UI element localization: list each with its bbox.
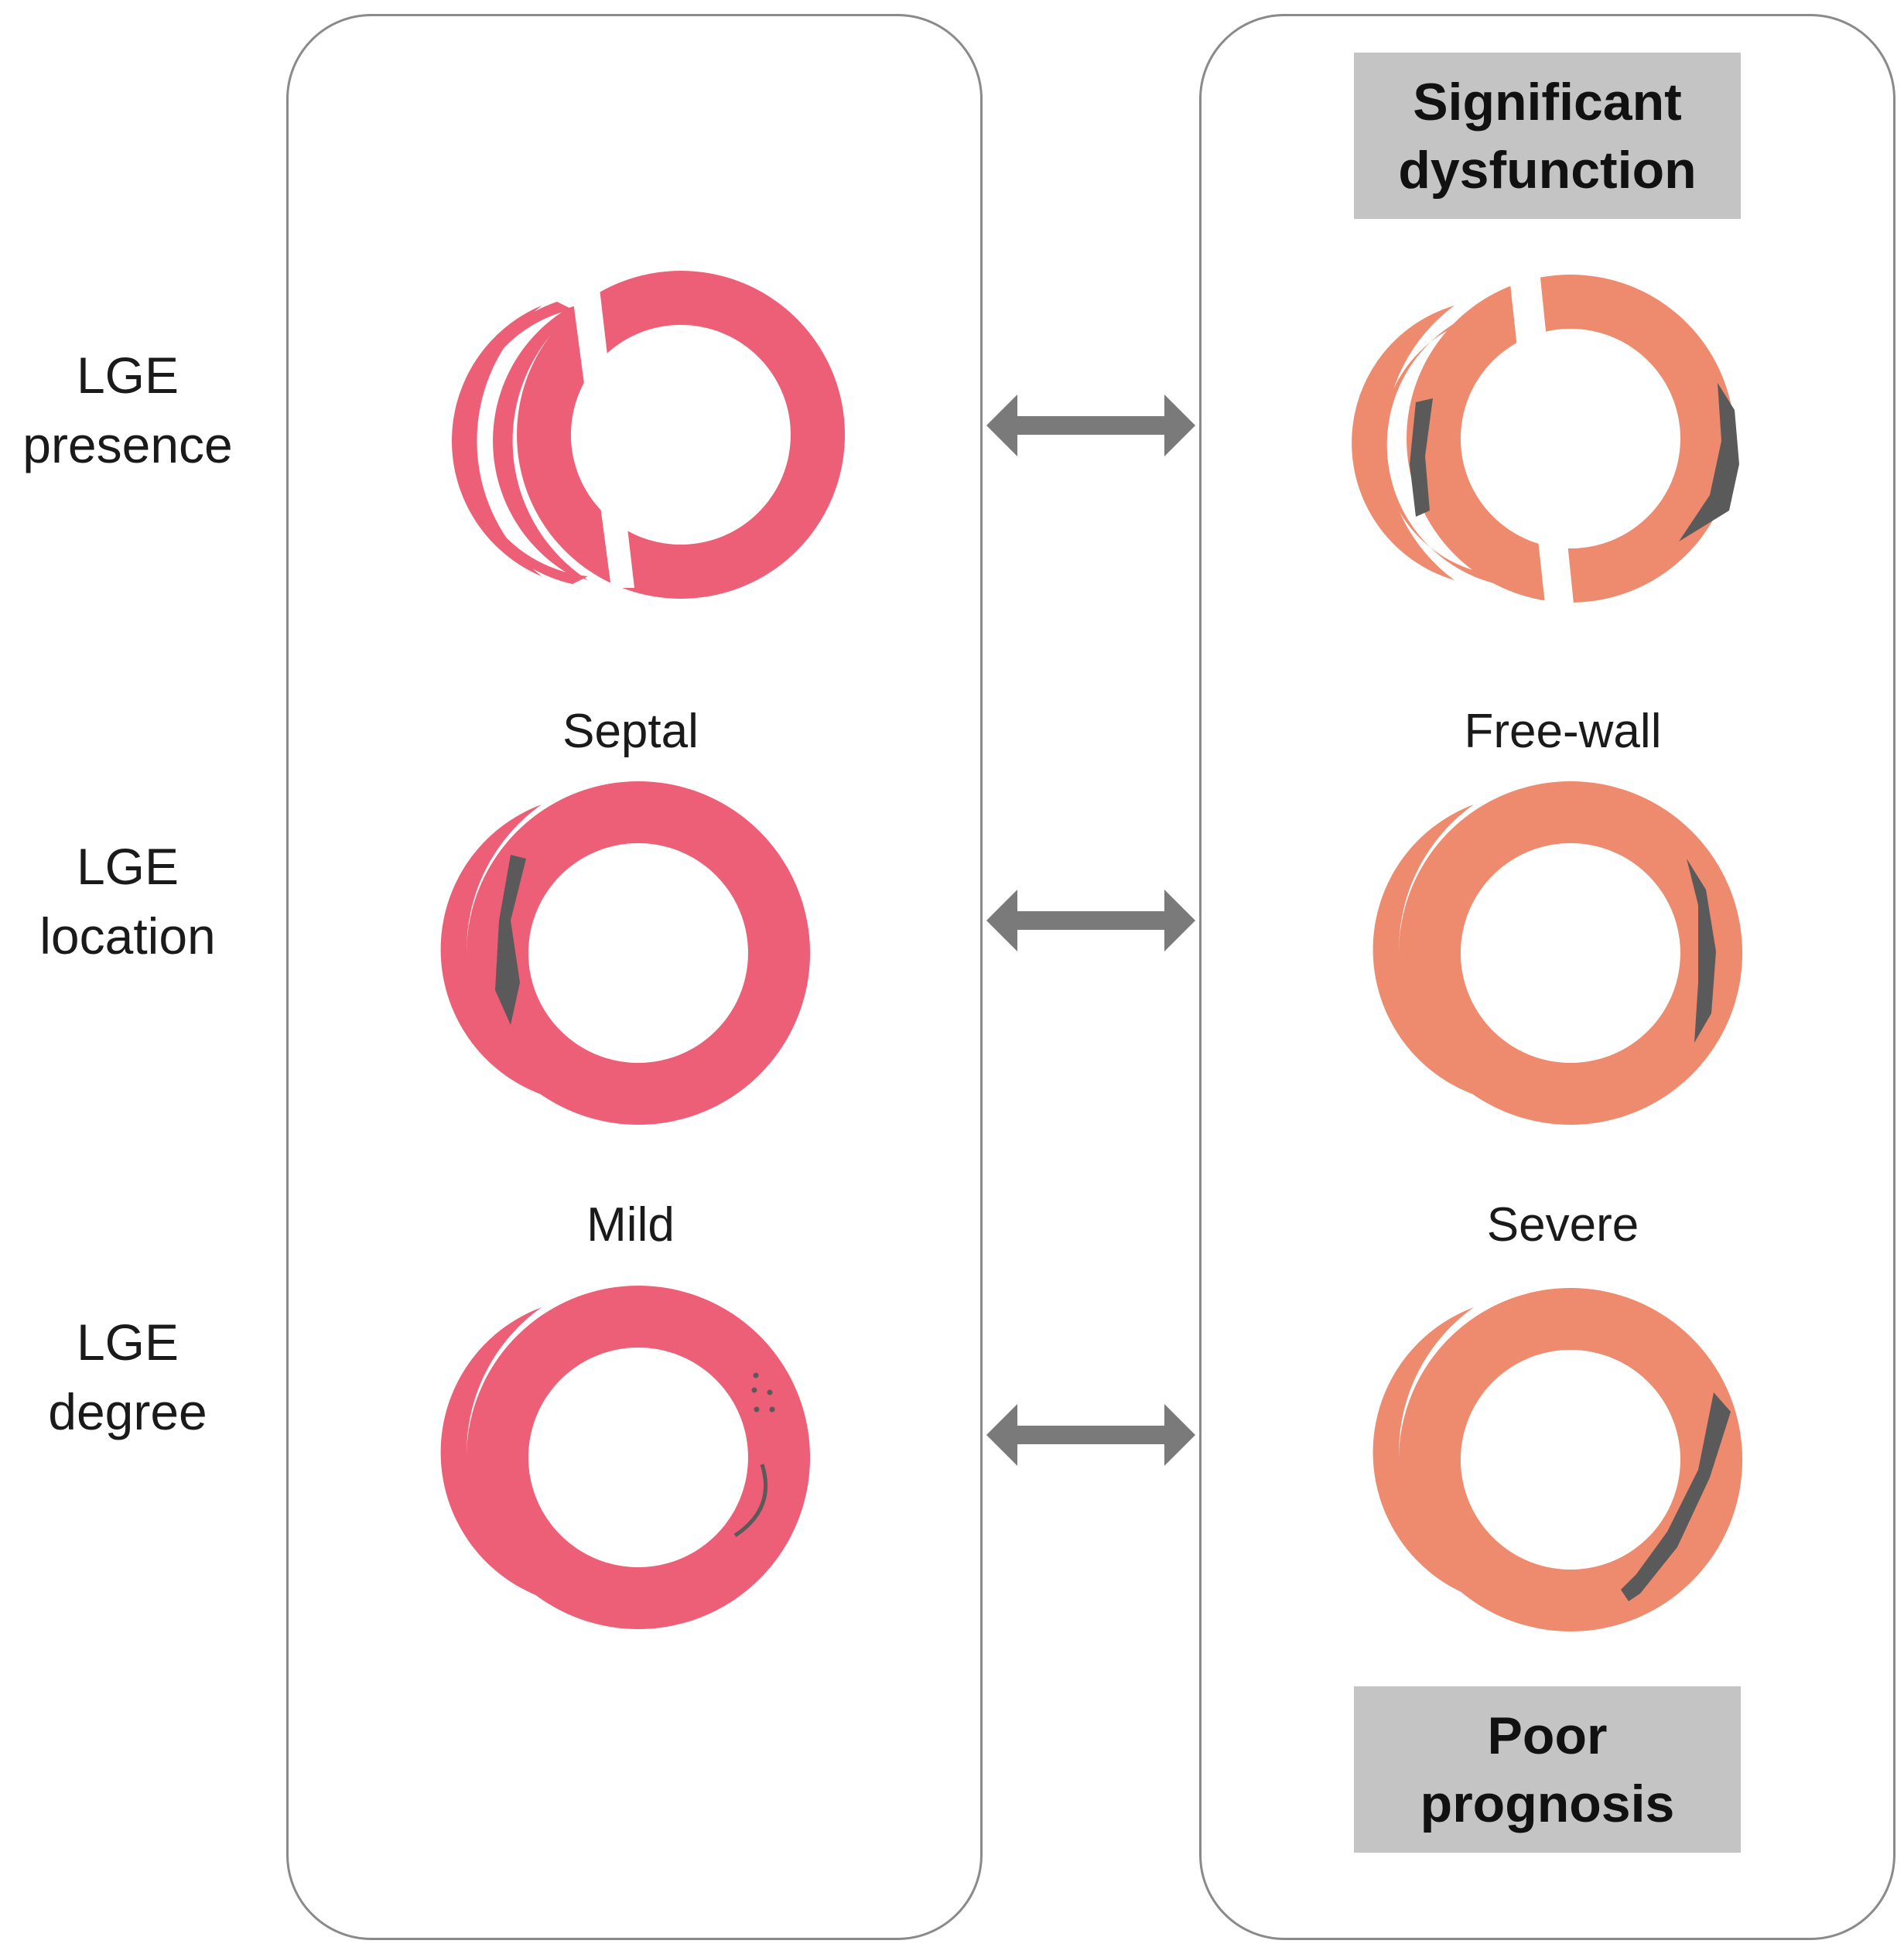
scar-septal	[495, 855, 526, 1025]
heart-presence-right	[1352, 275, 1735, 603]
outcome-line1: Poor	[1487, 1706, 1608, 1765]
rv-outer-crescent	[1372, 1307, 1474, 1597]
row-label-lge-location: LGE location	[0, 832, 255, 971]
outcome-line2: dysfunction	[1398, 140, 1697, 200]
row-label-line2: degree	[48, 1383, 207, 1440]
sublabel-severe: Severe	[1486, 1198, 1639, 1252]
scar-severe	[1621, 1392, 1731, 1601]
row-label-line2: location	[39, 907, 216, 965]
outcome-significant-dysfunction: Significant dysfunction	[1354, 53, 1741, 219]
scar-free-wall	[1679, 383, 1739, 541]
heart-presence-left	[451, 271, 846, 599]
outcome-line2: prognosis	[1420, 1774, 1675, 1833]
lv-ring	[517, 271, 846, 599]
rv-outer-crescent	[1372, 804, 1474, 1095]
rv-outer-crescent	[440, 804, 542, 1095]
scar-free-wall	[1687, 859, 1716, 1043]
row-label-lge-presence: LGE presence	[0, 340, 255, 480]
row-label-line1: LGE	[76, 838, 179, 895]
heart-location-left	[440, 781, 811, 1125]
scar-septal	[1410, 398, 1433, 517]
sublabel-mild: Mild	[586, 1198, 675, 1252]
heart-degree-left	[440, 1286, 811, 1629]
lv-ring	[1399, 781, 1743, 1125]
double-arrow-presence	[986, 395, 1195, 456]
scar-mild-dots	[751, 1372, 775, 1413]
outcome-line1: Significant	[1413, 72, 1682, 132]
rv-outer-crescent	[440, 1307, 542, 1597]
rv-outer-crescent	[1352, 306, 1454, 580]
heart-degree-right	[1372, 1288, 1743, 1631]
row-label-line1: LGE	[76, 347, 179, 404]
sublabel-free-wall: Free-wall	[1464, 705, 1662, 758]
double-arrow-degree	[986, 1404, 1195, 1466]
rv-crescent	[493, 302, 588, 580]
row-label-line1: LGE	[76, 1313, 179, 1371]
heart-location-right	[1372, 781, 1743, 1125]
lv-ring	[1399, 1288, 1743, 1631]
lv-ring	[467, 781, 811, 1125]
scar-mild-line	[733, 1464, 768, 1538]
sublabel-septal: Septal	[562, 705, 699, 758]
outcome-poor-prognosis: Poor prognosis	[1354, 1686, 1741, 1853]
lv-ring	[1407, 275, 1735, 603]
row-label-lge-degree: LGE degree	[0, 1307, 255, 1447]
lv-ring	[467, 1286, 811, 1629]
row-label-line2: presence	[22, 416, 233, 473]
double-arrow-location	[986, 890, 1195, 951]
